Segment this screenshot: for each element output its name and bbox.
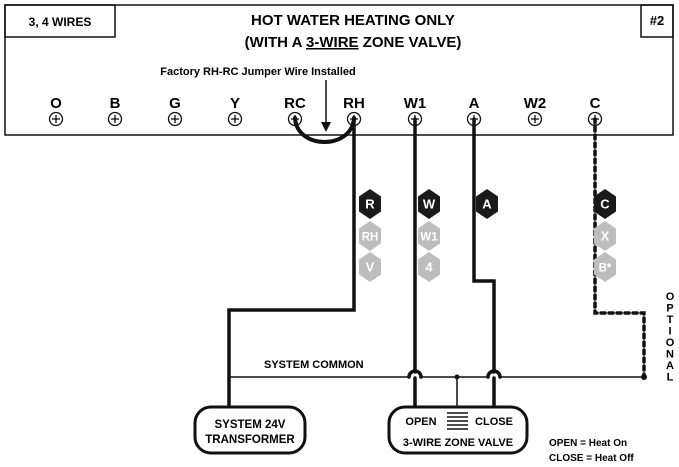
wire-tags: R RH V W W1 4 A C X B* [359,189,616,282]
screw-icon [48,111,64,127]
terminal-label: Y [230,95,240,112]
terminal-w2: W2 [524,95,547,127]
wire-tag-w1-2: W1 [418,221,440,251]
a-wire-hop [486,369,502,379]
title-line-1: HOT WATER HEATING ONLY [251,12,455,29]
screw-icon [107,111,123,127]
diagram-number-box [640,4,674,38]
title-line-2: (WITH A 3-WIRE ZONE VALVE) [245,34,462,51]
screw-icon [227,111,243,127]
terminal-label: RC [284,95,306,112]
screw-icon [527,111,543,127]
terminal-label: W1 [404,95,427,112]
wire-tag-label: RH [362,232,379,244]
wire-tag-c-3: B* [594,252,616,282]
wire-tag-rh-1: R [359,189,381,219]
legend-open: OPEN = Heat On [549,438,627,449]
terminal-b: B [107,95,123,127]
terminal-label: B [110,95,121,112]
wires [227,116,647,409]
terminal-label: O [50,95,62,112]
terminal-label: RH [343,95,365,112]
wire-tag-w1-1: W [418,189,440,219]
wire-tag-label: 4 [425,260,433,275]
terminal-label: A [469,95,480,112]
screw-icon [167,111,183,127]
w1-wire-hop [407,369,423,379]
transformer-line-1: SYSTEM 24V [215,419,286,431]
diagram-number: #2 [650,13,664,28]
wire-tag-rh-2: RH [359,221,381,251]
legend-close: CLOSE = Heat Off [549,453,634,464]
zone-valve-box: OPEN CLOSE 3-WIRE ZONE VALVE [387,405,529,455]
jumper-note: Factory RH-RC Jumper Wire Installed [160,66,356,78]
terminal-g: G [167,95,183,127]
wire-tag-label: C [600,197,610,212]
rh-rc-jumper-wire [293,116,356,144]
optional-junction-dot [641,374,647,380]
rh-wire [227,117,356,409]
wire-tag-label: X [601,229,610,244]
wires-label-box [4,4,116,38]
c-optional-wire [593,117,646,379]
zone-valve-close-label: CLOSE [475,416,513,428]
wire-tag-label: R [365,197,375,212]
wire-tag-label: B* [599,263,612,275]
terminal-o: O [48,95,64,127]
transformer-line-2: TRANSFORMER [205,434,295,446]
wire-tag-label: W [423,197,436,212]
wire-tag-label: A [482,197,492,212]
terminal-label: W2 [524,95,547,112]
wires-label: 3, 4 WIRES [29,15,92,29]
junction-dot [454,374,460,380]
wire-tag-label: W1 [420,232,438,244]
wire-tag-c-2: X [594,221,616,251]
wire-tag-rh-3: V [359,252,381,282]
terminal-label: G [169,95,181,112]
wire-tag-w1-3: 4 [418,252,440,282]
zone-valve-name: 3-WIRE ZONE VALVE [403,437,513,449]
terminal-board: 3, 4 WIRES #2 HOT WATER HEATING ONLY (WI… [4,4,674,136]
zone-valve-open-label: OPEN [405,416,436,428]
jumper-note-arrowhead [321,122,331,132]
zone-valve-coil-icon [447,412,468,430]
wire-tag-a-1: A [476,189,498,219]
system-common-label: SYSTEM COMMON [264,359,364,371]
terminal-y: Y [227,95,243,127]
wire-tag-label: V [366,260,375,275]
transformer-box: SYSTEM 24V TRANSFORMER [193,405,307,455]
terminal-label: C [590,95,601,112]
wire-tag-c-1: C [594,189,616,219]
a-wire [472,117,496,374]
